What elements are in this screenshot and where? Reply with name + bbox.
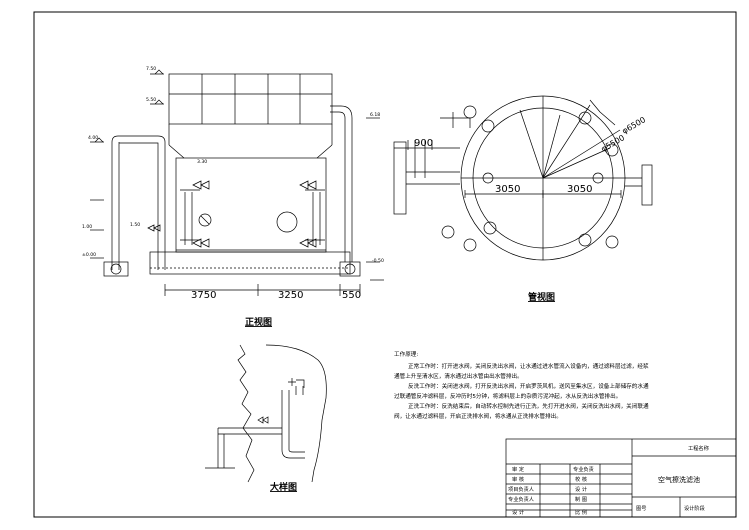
pipe-view-title: 管视图 xyxy=(528,291,555,303)
tb-mid-2: 设 计 xyxy=(575,485,587,493)
notes-line-4: 过联通管反冲滤料层，反冲历时5分钟，将滤料层上的杂质污泥冲起，水从反洗出水管排出… xyxy=(394,392,621,400)
tb-project-label: 工程名称 xyxy=(688,444,709,452)
detail-view-title: 大样图 xyxy=(270,481,297,493)
pipe-dim-3050-right: 3050 xyxy=(567,184,592,195)
tb-bottom-left: 图号 xyxy=(636,505,646,512)
tb-left-3: 专业负责人 xyxy=(508,495,534,503)
notes-line-1: 正常工作时：打开进水阀，关闭反洗出水阀，让水通过进水管流入设备内，通过滤料层过滤… xyxy=(408,362,649,370)
front-dim-550: 550 xyxy=(342,290,361,301)
elev-minus-0-50: -0.50 xyxy=(372,258,384,264)
elev-6-18: 6.18 xyxy=(370,112,380,118)
elev-5-50: 5.50 xyxy=(146,97,156,103)
notes-heading: 工作原理: xyxy=(394,350,418,358)
front-view-title: 正视图 xyxy=(245,316,272,328)
tb-left-2: 项目负责人 xyxy=(508,485,534,493)
front-dim-3750: 3750 xyxy=(191,290,216,301)
elev-3-30: 3.30 xyxy=(197,159,207,165)
notes-line-3: 反洗工作时：关闭进水阀，打开反洗出水阀，开启罗茨风机，送风至集水区，设备上部储存… xyxy=(408,382,649,390)
pipe-dim-phi6500: φ6500 xyxy=(621,115,648,136)
drawing-border xyxy=(33,11,737,518)
pipe-dim-900: 900 xyxy=(414,138,433,149)
notes-line-6: 阀，让水通过滤料层，开启正洗排水阀，将水通从正洗排水管排出。 xyxy=(394,412,562,420)
pipe-dim-3050-left: 3050 xyxy=(495,184,520,195)
work-notes: 工作原理: 正常工作时：打开进水阀，关闭反洗出水阀，让水通过进水管流入设备内，通… xyxy=(394,350,649,420)
pipe-dim-phi5500: φ5500 xyxy=(600,133,627,154)
elev-4-00: 4.00 xyxy=(88,135,98,141)
elev-7-50: 7.50 xyxy=(146,66,156,72)
notes-line-2: 通管上升至清水区，清水通过出水管由出水管排出。 xyxy=(394,372,523,380)
notes-line-5: 正洗工作时：反洗结束后，自动转水控制先进行正洗，先打开进水阀，关闭反洗出水阀，关… xyxy=(408,402,649,410)
front-dim-3250: 3250 xyxy=(278,290,303,301)
tb-left-0: 审 定 xyxy=(512,465,524,473)
tb-mid-1: 校 核 xyxy=(575,475,587,483)
tb-mid-3: 制 图 xyxy=(575,495,587,503)
elev-0-00: ±0.00 xyxy=(82,252,96,258)
elev-1-50: 1.50 xyxy=(130,222,140,228)
pipe-view xyxy=(393,95,653,261)
tb-left-4: 设 计 xyxy=(512,508,524,516)
tb-mid-0: 专业负责 xyxy=(573,465,594,473)
elev-1-00: 1.00 xyxy=(82,224,92,230)
title-block xyxy=(505,438,737,518)
tb-mid-4: 比 例 xyxy=(575,508,587,516)
tb-bottom-right: 设计阶段 xyxy=(684,504,705,512)
tb-drawing-name: 空气擦洗滤池 xyxy=(658,475,700,484)
detail-view xyxy=(205,344,327,483)
front-view xyxy=(90,69,384,296)
tb-left-1: 审 核 xyxy=(512,475,524,483)
